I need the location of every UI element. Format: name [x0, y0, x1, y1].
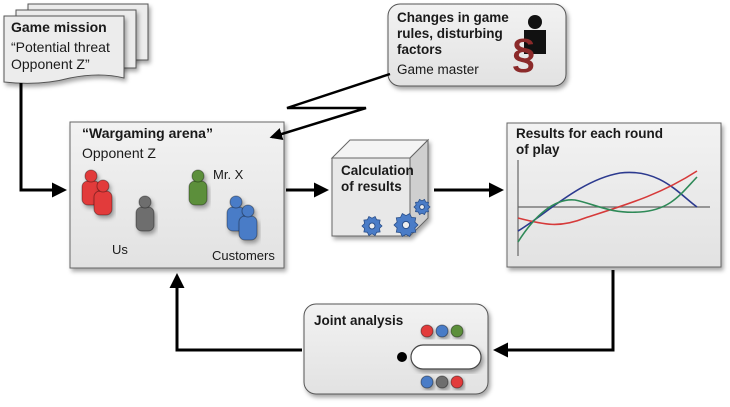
joint-participant-dot-5 [435, 375, 449, 389]
game-master-title-3: factors [397, 42, 443, 57]
arena-us-label: Us [112, 242, 128, 257]
arena-opponent-label: Opponent Z [82, 145, 156, 161]
results-box [506, 122, 722, 268]
game-master-subtitle: Game master [397, 62, 479, 77]
game-master-box [387, 3, 567, 87]
mission-title: Game mission [11, 19, 107, 35]
calculation-label-1: Calculation [341, 163, 414, 178]
us-person-icon [135, 195, 155, 232]
joint-table-icon [410, 344, 482, 370]
joint-participant-dot-4 [420, 375, 434, 389]
mission-text-2: Opponent Z” [11, 56, 90, 72]
mission-text-1: “Potential threat [11, 39, 110, 55]
arrow-gamemaster-to-arena [269, 72, 391, 141]
gear-large-hole [401, 220, 411, 230]
mrx-person-icon [188, 169, 208, 206]
joint-participant-dot-2 [435, 324, 449, 338]
opponent-person-icon-2 [93, 179, 113, 216]
section-symbol-icon: § [512, 30, 536, 77]
game-master-title-2: rules, disturbing [397, 26, 503, 41]
arrow-mission-to-arena [19, 83, 67, 198]
results-chart [517, 160, 710, 256]
gears-icon [361, 198, 431, 237]
series-blue [517, 171, 698, 232]
game-master-person-icon [524, 15, 546, 54]
joint-participant-dot-6 [450, 375, 464, 389]
joint-participant-dot-3 [450, 324, 464, 338]
series-red [517, 170, 698, 226]
results-title-1: Results for each round [516, 126, 664, 141]
arena-customers-label: Customers [212, 248, 275, 263]
gear-top-hole [419, 204, 425, 210]
arena-title: “Wargaming arena” [82, 125, 213, 141]
customer-person-icon-2 [238, 204, 258, 241]
arrow-results-to-joint [493, 270, 615, 358]
joint-black-dot [397, 352, 407, 362]
series-green [517, 176, 698, 243]
connectors [19, 72, 615, 358]
arena-mrx-label: Mr. X [213, 167, 244, 182]
gear-small-hole [368, 222, 376, 230]
game-master-title-1: Changes in game [397, 10, 509, 25]
results-title-2: of play [516, 142, 560, 157]
mission-pages [3, 3, 149, 84]
calculation-label-2: of results [341, 179, 402, 194]
arrow-joint-to-arena [169, 273, 302, 352]
joint-participant-dot-1 [420, 324, 434, 338]
joint-analysis-title: Joint analysis [314, 313, 404, 328]
